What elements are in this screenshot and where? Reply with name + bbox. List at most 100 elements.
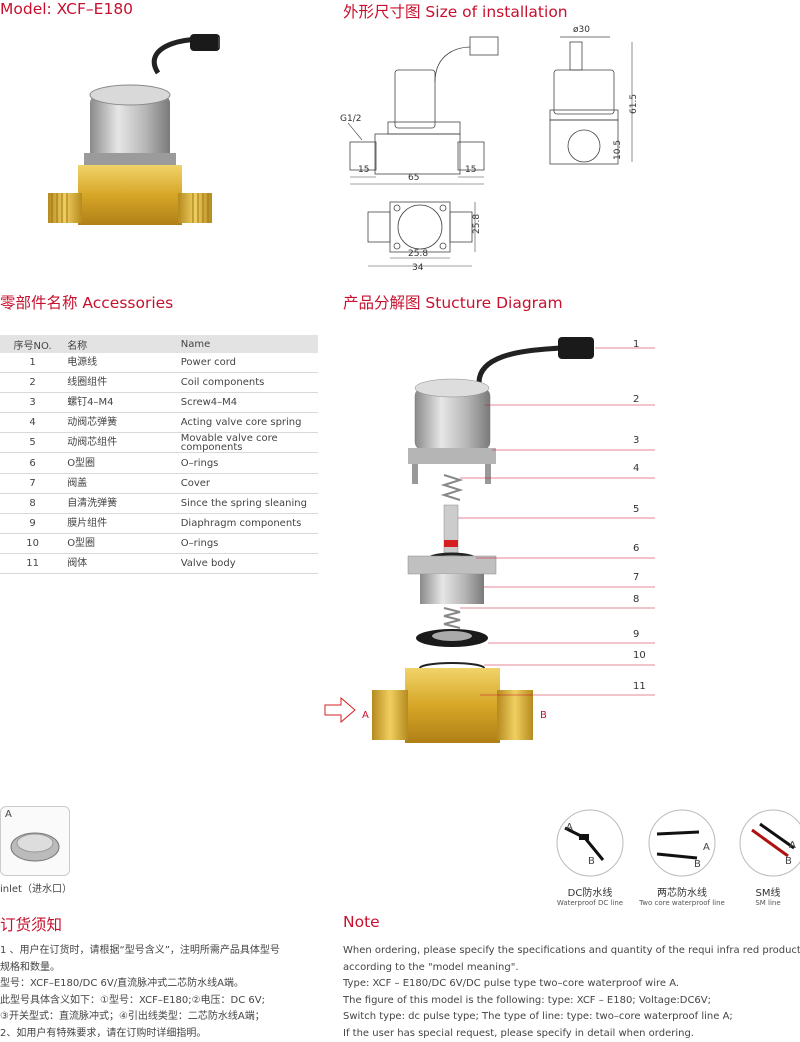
row-cn: 阀体 xyxy=(65,553,181,573)
two-core-a: A xyxy=(703,842,710,853)
inlet-filter-image: A xyxy=(0,806,70,876)
note-line: If the user has special request, please … xyxy=(343,1026,800,1042)
dc-cable-title: DC防水线 xyxy=(550,884,630,899)
row-en: Valve body xyxy=(181,553,318,573)
row-cn: 膜片组件 xyxy=(65,513,181,533)
row-en: Movable valve core components xyxy=(181,433,318,453)
ordering-heading: 订货须知 xyxy=(0,913,62,935)
callout-1: 1 xyxy=(633,339,639,350)
accessories-heading: 零部件名称 Accessories xyxy=(0,291,173,313)
row-no: 9 xyxy=(0,513,65,533)
dim-diameter-30: ø30 xyxy=(573,25,590,35)
row-cn: O型圈 xyxy=(65,453,181,473)
dim-61-5: 61.5 xyxy=(629,94,639,114)
row-cn: 线圈组件 xyxy=(65,373,181,393)
ordering-line: 型号：XCF–E180/DC 6V/直流脉冲式二芯防水线A端。 xyxy=(0,976,280,993)
callout-3: 3 xyxy=(633,435,639,446)
dim-25-8-horizontal: 25.8 xyxy=(408,249,428,259)
inlet-caption: inlet（进水口） xyxy=(0,880,72,895)
callout-8: 8 xyxy=(633,594,639,605)
ordering-line: 规格和数量。 xyxy=(0,960,280,977)
row-cn: 动阀芯组件 xyxy=(65,433,181,453)
callout-10: 10 xyxy=(633,650,646,661)
dc-b: B xyxy=(588,856,595,867)
row-no: 5 xyxy=(0,433,65,453)
note-line: Switch type: dc pulse type; The type of … xyxy=(343,1009,800,1026)
two-core-b: B xyxy=(694,859,701,870)
row-no: 6 xyxy=(0,453,65,473)
sm-cable-subtitle: SM line xyxy=(733,899,800,907)
callout-11: 11 xyxy=(633,681,646,692)
sm-a: A xyxy=(789,840,796,851)
note-text-en: When ordering, please specify the specif… xyxy=(343,943,800,1042)
callout-7: 7 xyxy=(633,572,639,583)
dim-g-thread: G1/2 xyxy=(340,114,361,124)
row-cn: 阀盖 xyxy=(65,473,181,493)
callout-5: 5 xyxy=(633,504,639,515)
header-no: 序号NO. xyxy=(0,335,65,353)
callout-4: 4 xyxy=(633,463,639,474)
row-cn: 螺钉4–M4 xyxy=(65,393,181,413)
row-no: 8 xyxy=(0,493,65,513)
row-en: Coil components xyxy=(181,373,318,393)
sm-b: B xyxy=(785,856,792,867)
row-en: Acting valve core spring xyxy=(181,413,318,433)
inlet-badge: A xyxy=(5,809,12,820)
row-no: 1 xyxy=(0,353,65,373)
dc-cable-icon xyxy=(555,808,625,878)
row-no: 3 xyxy=(0,393,65,413)
row-en: O–rings xyxy=(181,533,318,553)
inlet-label-a: A xyxy=(362,710,369,721)
installation-heading: 外形尺寸图 Size of installation xyxy=(343,0,568,22)
note-line: When ordering, please specify the specif… xyxy=(343,943,800,960)
structure-heading: 产品分解图 Stucture Diagram xyxy=(343,291,563,313)
ordering-line: 此型号具体含义如下：①型号：XCF–E180;②电压：DC 6V; xyxy=(0,993,280,1010)
callout-9: 9 xyxy=(633,629,639,640)
dim-25-8-vertical: 25.8 xyxy=(472,214,482,234)
dc-a: A xyxy=(566,822,573,833)
row-cn: 自清洗弹簧 xyxy=(65,493,181,513)
dim-10-5: 10.5 xyxy=(613,140,623,160)
header-en-name: Name xyxy=(181,335,318,353)
dim-34: 34 xyxy=(412,263,424,272)
note-heading: Note xyxy=(343,913,380,931)
dim-15-right: 15 xyxy=(465,165,476,175)
callout-6: 6 xyxy=(633,543,639,554)
two-core-cable-title: 两芯防水线 xyxy=(642,884,722,899)
note-line: Type: XCF – E180/DC 6V/DC pulse type two… xyxy=(343,976,800,993)
row-en: O–rings xyxy=(181,453,318,473)
row-en: Since the spring sleaning xyxy=(181,493,318,513)
dc-cable-subtitle: Waterproof DC line xyxy=(540,899,640,907)
row-cn: 动阀芯弹簧 xyxy=(65,413,181,433)
row-en: Screw4–M4 xyxy=(181,393,318,413)
sm-cable-title: SM线 xyxy=(733,884,800,899)
row-no: 2 xyxy=(0,373,65,393)
ordering-line: ③开关型式：直流脉冲式；④引出线类型：二芯防水线A端； xyxy=(0,1009,280,1026)
installation-drawing: G1/2 15 15 65 ø30 61.5 10.5 25.8 25.8 34 xyxy=(340,22,800,272)
note-line: The figure of this model is the followin… xyxy=(343,993,800,1010)
dim-65: 65 xyxy=(408,173,419,183)
header-cn-name: 名称 xyxy=(65,335,181,353)
callout-2: 2 xyxy=(633,394,639,405)
ordering-line: 1 、用户在订货时，请根据“型号含义”，注明所需产品具体型号 xyxy=(0,943,280,960)
row-no: 7 xyxy=(0,473,65,493)
row-no: 4 xyxy=(0,413,65,433)
ordering-line: 2、如用户有特殊要求，请在订购时详细指明。 xyxy=(0,1026,280,1042)
filter-mesh-icon xyxy=(9,827,61,867)
row-no: 11 xyxy=(0,553,65,573)
note-line: according to the "model meaning". xyxy=(343,960,800,977)
product-photo xyxy=(40,25,220,250)
two-core-cable-subtitle: Two core waterproof line xyxy=(630,899,734,907)
row-en: Cover xyxy=(181,473,318,493)
table-header-row: 序号NO. 名称 Name xyxy=(0,335,318,353)
